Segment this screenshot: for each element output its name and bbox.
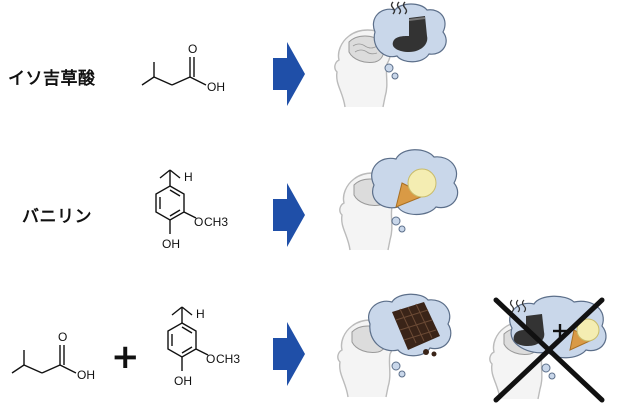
- label-vanillin: バニリン: [22, 207, 92, 227]
- plus-sign: +: [111, 337, 140, 377]
- isovaleric-acid-structure: O OH: [141, 42, 225, 94]
- vanillin-structure-mix: H O CH3 OH: [167, 306, 240, 388]
- arrow-right-icon: [273, 322, 305, 386]
- isovaleric-acid-structure-mix: O OH: [11, 330, 95, 382]
- atom-oh: OH: [162, 237, 180, 251]
- head-thinking-sock-illustration: [334, 1, 447, 108]
- vanillin-structure: H O CH3 OH: [155, 169, 228, 251]
- smell-lines-icon: [390, 1, 408, 15]
- atom-oh: OH: [174, 374, 192, 388]
- atom-ch3: CH3: [204, 215, 228, 229]
- ice-cream-icon: [395, 168, 437, 208]
- atom-o-methoxy: O: [206, 352, 215, 366]
- arrow-right-icon: [273, 42, 305, 106]
- atom-oh: OH: [77, 368, 95, 382]
- atom-h: H: [184, 170, 193, 184]
- smell-lines-icon: [509, 299, 527, 313]
- atom-h: H: [196, 307, 205, 321]
- ice-cream-icon: [569, 318, 600, 351]
- atom-ch3: CH3: [216, 352, 240, 366]
- label-isovaleric-acid: イソ吉草酸: [8, 69, 96, 89]
- atom-oh: OH: [207, 80, 225, 94]
- atom-o: O: [188, 42, 197, 56]
- head-thinking-chocolate-illustration: [337, 293, 452, 398]
- atom-o: O: [58, 330, 67, 344]
- plus-icon: [553, 324, 567, 338]
- sock-icon: [392, 16, 428, 52]
- atom-o-methoxy: O: [194, 215, 203, 229]
- head-thinking-sock-ice-cream-illustration: [489, 295, 607, 403]
- head-profile-icon: [334, 29, 392, 108]
- cross-out-icon: [493, 297, 605, 403]
- head-thinking-ice-cream-illustration: [339, 149, 459, 251]
- chocolate-icon: [392, 302, 440, 357]
- arrow-right-icon: [273, 183, 305, 247]
